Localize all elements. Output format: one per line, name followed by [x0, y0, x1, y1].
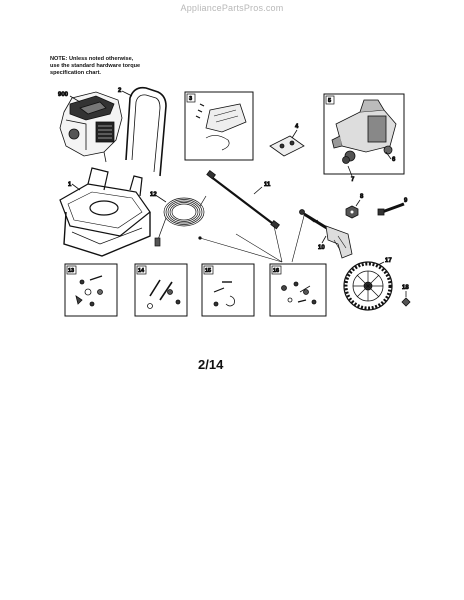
page-number: 2/14: [198, 357, 224, 372]
part-label-7: 7: [351, 177, 355, 183]
nut-part: [345, 205, 359, 219]
leader-lines: [198, 215, 305, 263]
note-line-1: NOTE: Unless noted otherwise,: [50, 56, 134, 62]
wheel-clip-part: [401, 297, 411, 307]
part-label-17: 17: [385, 258, 392, 264]
part-label-8: 8: [360, 194, 364, 200]
spray-gun-part: [299, 209, 353, 259]
part-label-4: 4: [295, 124, 299, 130]
part-label-12: 12: [150, 192, 157, 198]
part-label-10: 10: [318, 245, 325, 251]
box-label-15: 15: [205, 268, 211, 274]
watermark: AppliancePartsPros.com: [180, 3, 284, 13]
part-label-900: 900: [58, 92, 69, 98]
hose-coil-part: [154, 195, 207, 247]
box-label-16: 16: [273, 268, 279, 274]
frame-part: [59, 167, 151, 257]
hardware-box-14: [134, 263, 188, 317]
spray-lance-part: [206, 170, 280, 230]
hardware-box-15: [201, 263, 255, 317]
box-label-3: 3: [189, 96, 192, 102]
pump-box-5: [323, 93, 405, 175]
part-label-18: 18: [402, 285, 409, 291]
part-label-11: 11: [264, 182, 271, 188]
part-label-9: 9: [404, 198, 408, 204]
box-label-5: 5: [328, 98, 331, 104]
part-label-2: 2: [118, 88, 122, 94]
note-line-2: use the standard hardware torque: [50, 63, 141, 69]
box-label-14: 14: [138, 268, 145, 274]
box-label-13: 13: [68, 268, 74, 274]
kit-box-3: [184, 91, 254, 161]
torque-note: NOTE: Unless noted otherwise, use the st…: [50, 56, 180, 77]
engine-part: [59, 91, 123, 163]
note-line-3: specification chart.: [50, 70, 101, 76]
wheel-part: [343, 261, 393, 311]
bracket-plate-part: [269, 135, 305, 157]
o-ring-part: [342, 156, 350, 164]
part-label-6: 6: [392, 157, 396, 163]
hardware-box-13: [64, 263, 118, 317]
handle-part: [125, 86, 167, 177]
axle-bolt-part: [377, 202, 405, 216]
part-label-1: 1: [68, 182, 72, 188]
hardware-box-16: [269, 263, 327, 317]
